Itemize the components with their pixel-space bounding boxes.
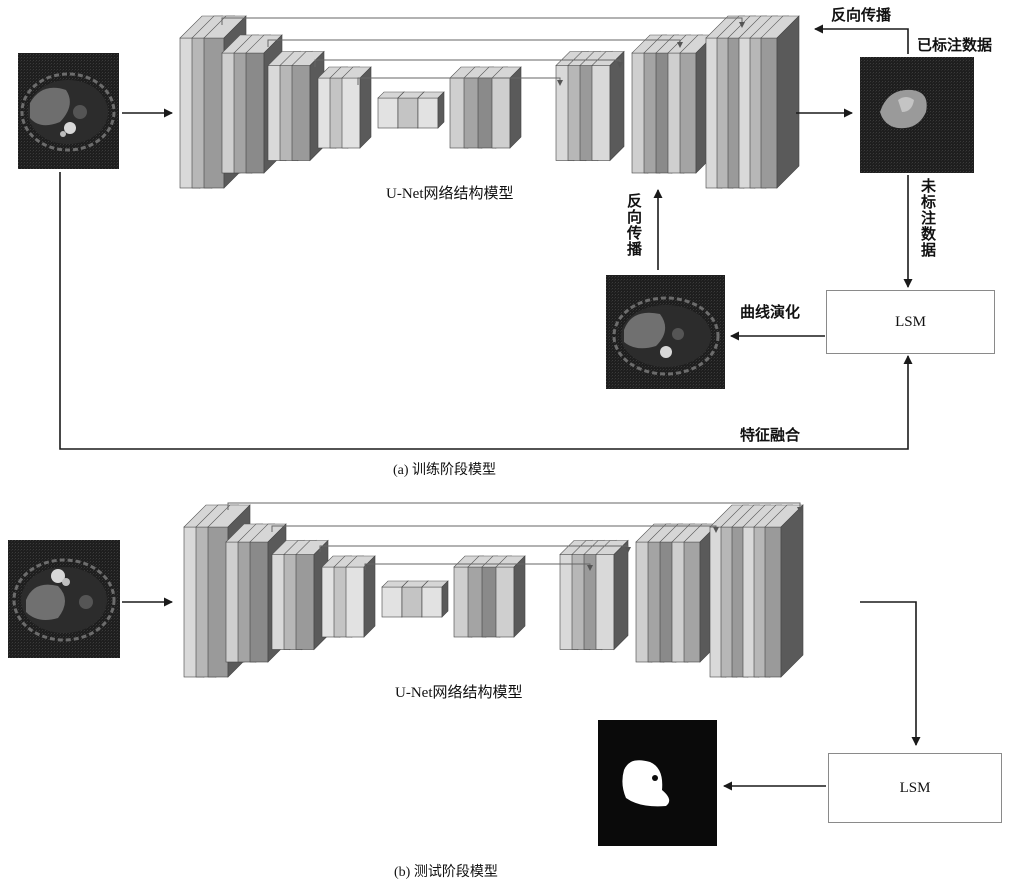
input-ct-image-a bbox=[18, 53, 119, 169]
lsm-label-a: LSM bbox=[895, 313, 926, 330]
unet-encoder-b bbox=[183, 504, 804, 678]
panel-a bbox=[18, 15, 974, 450]
panel-b bbox=[8, 502, 921, 846]
unlabeled-data-label: 未标注数据 bbox=[919, 178, 937, 258]
caption-b: (b) 测试阶段模型 bbox=[394, 865, 498, 880]
evolved-ct-image-a bbox=[606, 275, 725, 389]
network-label-a: U-Net网络结构模型 bbox=[386, 186, 514, 202]
skip-connections-b bbox=[227, 502, 803, 571]
bottleneck-layer-2 bbox=[421, 580, 449, 618]
dec1-layer-5 bbox=[760, 15, 800, 189]
backprop-vertical-label: 反向传播 bbox=[625, 193, 643, 257]
lsm-box-a: LSM bbox=[826, 290, 995, 354]
dec1-layer-5 bbox=[764, 504, 804, 678]
dec4-layer-3 bbox=[495, 555, 526, 638]
bottleneck-layer-2 bbox=[417, 91, 445, 129]
dec4-layer-3 bbox=[491, 66, 522, 149]
dec3-layer-3 bbox=[591, 50, 625, 162]
network-label-b: U-Net网络结构模型 bbox=[395, 685, 523, 701]
input-ct-image-b bbox=[8, 540, 120, 658]
enc4-layer-2 bbox=[341, 66, 372, 149]
feature-fusion-label: 特征融合 bbox=[740, 426, 801, 444]
lsm-label-b: LSM bbox=[899, 779, 931, 796]
lsm-box-b: LSM bbox=[828, 753, 1002, 823]
curve-evolution-label: 曲线演化 bbox=[740, 303, 801, 321]
skip-connections-a bbox=[221, 17, 745, 86]
enc4-layer-2 bbox=[345, 555, 376, 638]
labeled-mask-image-a bbox=[860, 57, 974, 173]
labeled-data-label: 已标注数据 bbox=[917, 36, 993, 54]
arrows-a bbox=[59, 24, 913, 450]
caption-a: (a) 训练阶段模型 bbox=[393, 463, 497, 478]
unet-encoder-a bbox=[179, 15, 800, 189]
output-mask-image-b bbox=[598, 720, 717, 846]
dec3-layer-3 bbox=[595, 539, 629, 651]
backprop-top-label: 反向传播 bbox=[831, 6, 892, 24]
arrows-b bbox=[122, 597, 921, 791]
